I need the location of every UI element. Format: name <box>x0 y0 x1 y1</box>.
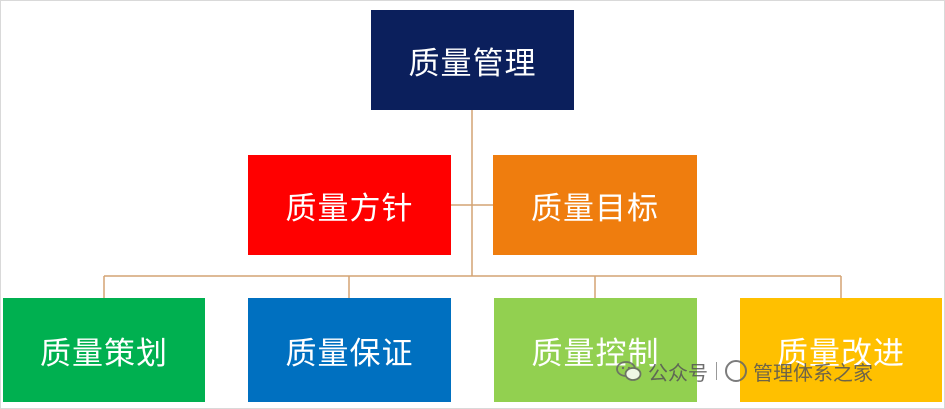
node-quality-planning: 质量策划 <box>3 298 205 402</box>
node-label: 质量改进 <box>777 335 905 372</box>
watermark-name: 管理体系之家 <box>753 360 873 385</box>
watermark: 公众号 管理体系之家 <box>616 354 873 388</box>
node-label: 质量保证 <box>285 335 414 372</box>
node-quality-control: 质量控制 <box>494 298 697 402</box>
node-label: 质量策划 <box>40 335 168 372</box>
node-quality-policy: 质量方针 <box>248 155 451 255</box>
node-label: 质量控制 <box>531 335 660 372</box>
node-quality-assurance: 质量保证 <box>248 298 451 402</box>
node-label: 质量管理 <box>408 45 537 82</box>
watermark-separator <box>716 362 717 380</box>
wechat-icon <box>616 361 642 381</box>
node-quality-objectives: 质量目标 <box>493 155 697 255</box>
node-label: 质量目标 <box>531 190 659 227</box>
node-quality-management: 质量管理 <box>371 10 574 110</box>
search-icon <box>725 360 747 382</box>
node-label: 质量方针 <box>285 190 414 227</box>
node-quality-improvement: 质量改进 <box>740 298 942 402</box>
watermark-prefix: 公众号 <box>648 360 708 385</box>
